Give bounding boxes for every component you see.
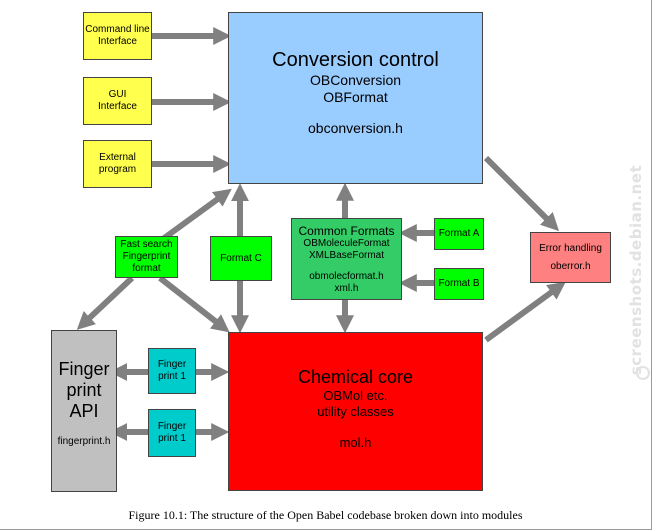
fingerprint-box-bottom: Finger print 1	[148, 409, 196, 457]
conversion-control-title: Conversion control	[272, 48, 439, 71]
fingerprint-api-title: Finger	[58, 359, 110, 379]
chemical-core-file: mol.h	[339, 435, 372, 450]
format-c-label: Format C	[220, 252, 262, 264]
command-line-interface-box: Command line Interface	[83, 12, 152, 60]
conversion-control-box: Conversion control OBConversion OBFormat…	[228, 12, 483, 184]
watermark-text: screenshots.debian.net	[627, 164, 645, 376]
conversion-control-class-2: OBFormat	[323, 88, 388, 105]
input-box-line: Interface	[98, 36, 137, 47]
fast-search-line: format	[132, 263, 161, 274]
format-b-box: Format B	[434, 268, 484, 300]
input-box-line: Interface	[98, 101, 137, 112]
arrow-conversion-to-error	[483, 155, 560, 232]
common-formats-class: XMLBaseFormat	[308, 249, 385, 261]
fingerprint-api-title: API	[69, 401, 99, 421]
fingerprint-box-top: Finger print 1	[148, 348, 196, 394]
arrow-fastsearch-to-conversion	[154, 188, 232, 247]
chemical-core-class: OBMol etc.	[323, 388, 388, 403]
common-formats-file: xml.h	[334, 282, 359, 294]
fingerprint-line: print 1	[158, 433, 186, 444]
error-handling-box: Error handling oberror.h	[530, 232, 611, 283]
arrow-fastsearch-to-core	[158, 275, 230, 333]
fingerprint-line: Finger	[157, 359, 187, 370]
common-formats-box: Common Formats OBMoleculeFormat XMLBaseF…	[291, 218, 402, 300]
fingerprint-api-file: fingerprint.h	[57, 436, 111, 447]
error-handling-file: oberror.h	[550, 260, 591, 272]
common-formats-file: obmolecformat.h	[309, 270, 384, 282]
chemical-core-class: utility classes	[317, 404, 394, 419]
input-box-line: program	[98, 164, 137, 175]
fast-search-line: Fast search	[120, 239, 173, 250]
format-a-label: Format A	[438, 228, 480, 239]
format-c-box: Format C	[210, 236, 272, 281]
format-b-label: Format B	[438, 278, 480, 289]
format-a-box: Format A	[434, 218, 484, 250]
gui-interface-box: GUI Interface	[83, 77, 152, 125]
watermark: screenshots.debian.net	[618, 150, 654, 390]
fast-search-line: Fingerprint	[122, 251, 171, 262]
watermark-logo-icon	[636, 366, 650, 380]
fingerprint-line: Finger	[157, 421, 187, 432]
chemical-core-box: Chemical core OBMol etc. utility classes…	[228, 332, 483, 491]
input-box-line: Command line	[85, 24, 150, 35]
figure-caption: Figure 10.1: The structure of the Open B…	[128, 508, 523, 522]
input-box-line: External	[99, 152, 136, 163]
conversion-control-file: obconversion.h	[308, 119, 403, 136]
common-formats-class: OBMoleculeFormat	[303, 237, 390, 249]
fingerprint-line: print 1	[158, 371, 186, 382]
common-formats-title: Common Formats	[298, 223, 395, 238]
input-box-line: GUI	[108, 89, 127, 100]
fingerprint-api-box: Finger print API fingerprint.h	[51, 330, 117, 492]
error-handling-title: Error handling	[539, 242, 602, 254]
fingerprint-api-title: print	[66, 380, 102, 400]
arrow-fastsearch-to-api	[76, 275, 135, 330]
chemical-core-title: Chemical core	[297, 367, 414, 387]
fast-search-box: Fast search Fingerprint format	[115, 236, 178, 278]
external-program-box: External program	[83, 140, 152, 188]
conversion-control-class-1: OBConversion	[309, 71, 402, 88]
arrow-core-to-error	[484, 281, 566, 343]
